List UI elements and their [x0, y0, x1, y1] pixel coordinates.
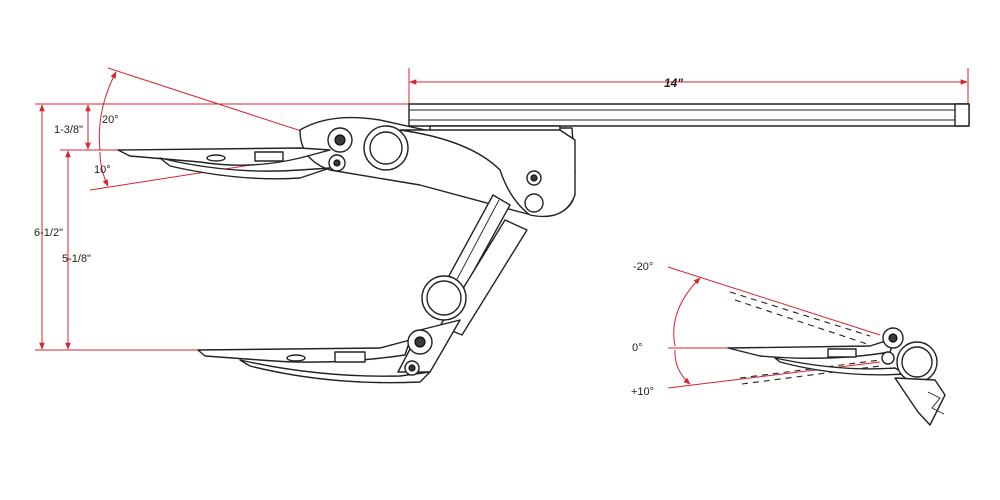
tilt-zero-label: 0°	[632, 342, 643, 354]
tilt-up-label: 20°	[102, 114, 119, 126]
tilt-minus-20-label: -20°	[633, 261, 653, 273]
top-offset-label: 1-3/8"	[54, 124, 83, 136]
rail-length-label: 14"	[664, 76, 683, 90]
upper-platform	[117, 147, 331, 180]
tilt-plus-10-label: +10°	[631, 386, 654, 398]
mechanism-arms	[299, 116, 576, 373]
platform-drop-label: 5-1/8"	[62, 253, 91, 265]
lower-platform	[197, 329, 433, 384]
tilt-down-label: 10°	[94, 164, 111, 176]
total-drop-label: 6-1/2"	[34, 227, 63, 239]
tilt-detail-view	[667, 266, 946, 426]
